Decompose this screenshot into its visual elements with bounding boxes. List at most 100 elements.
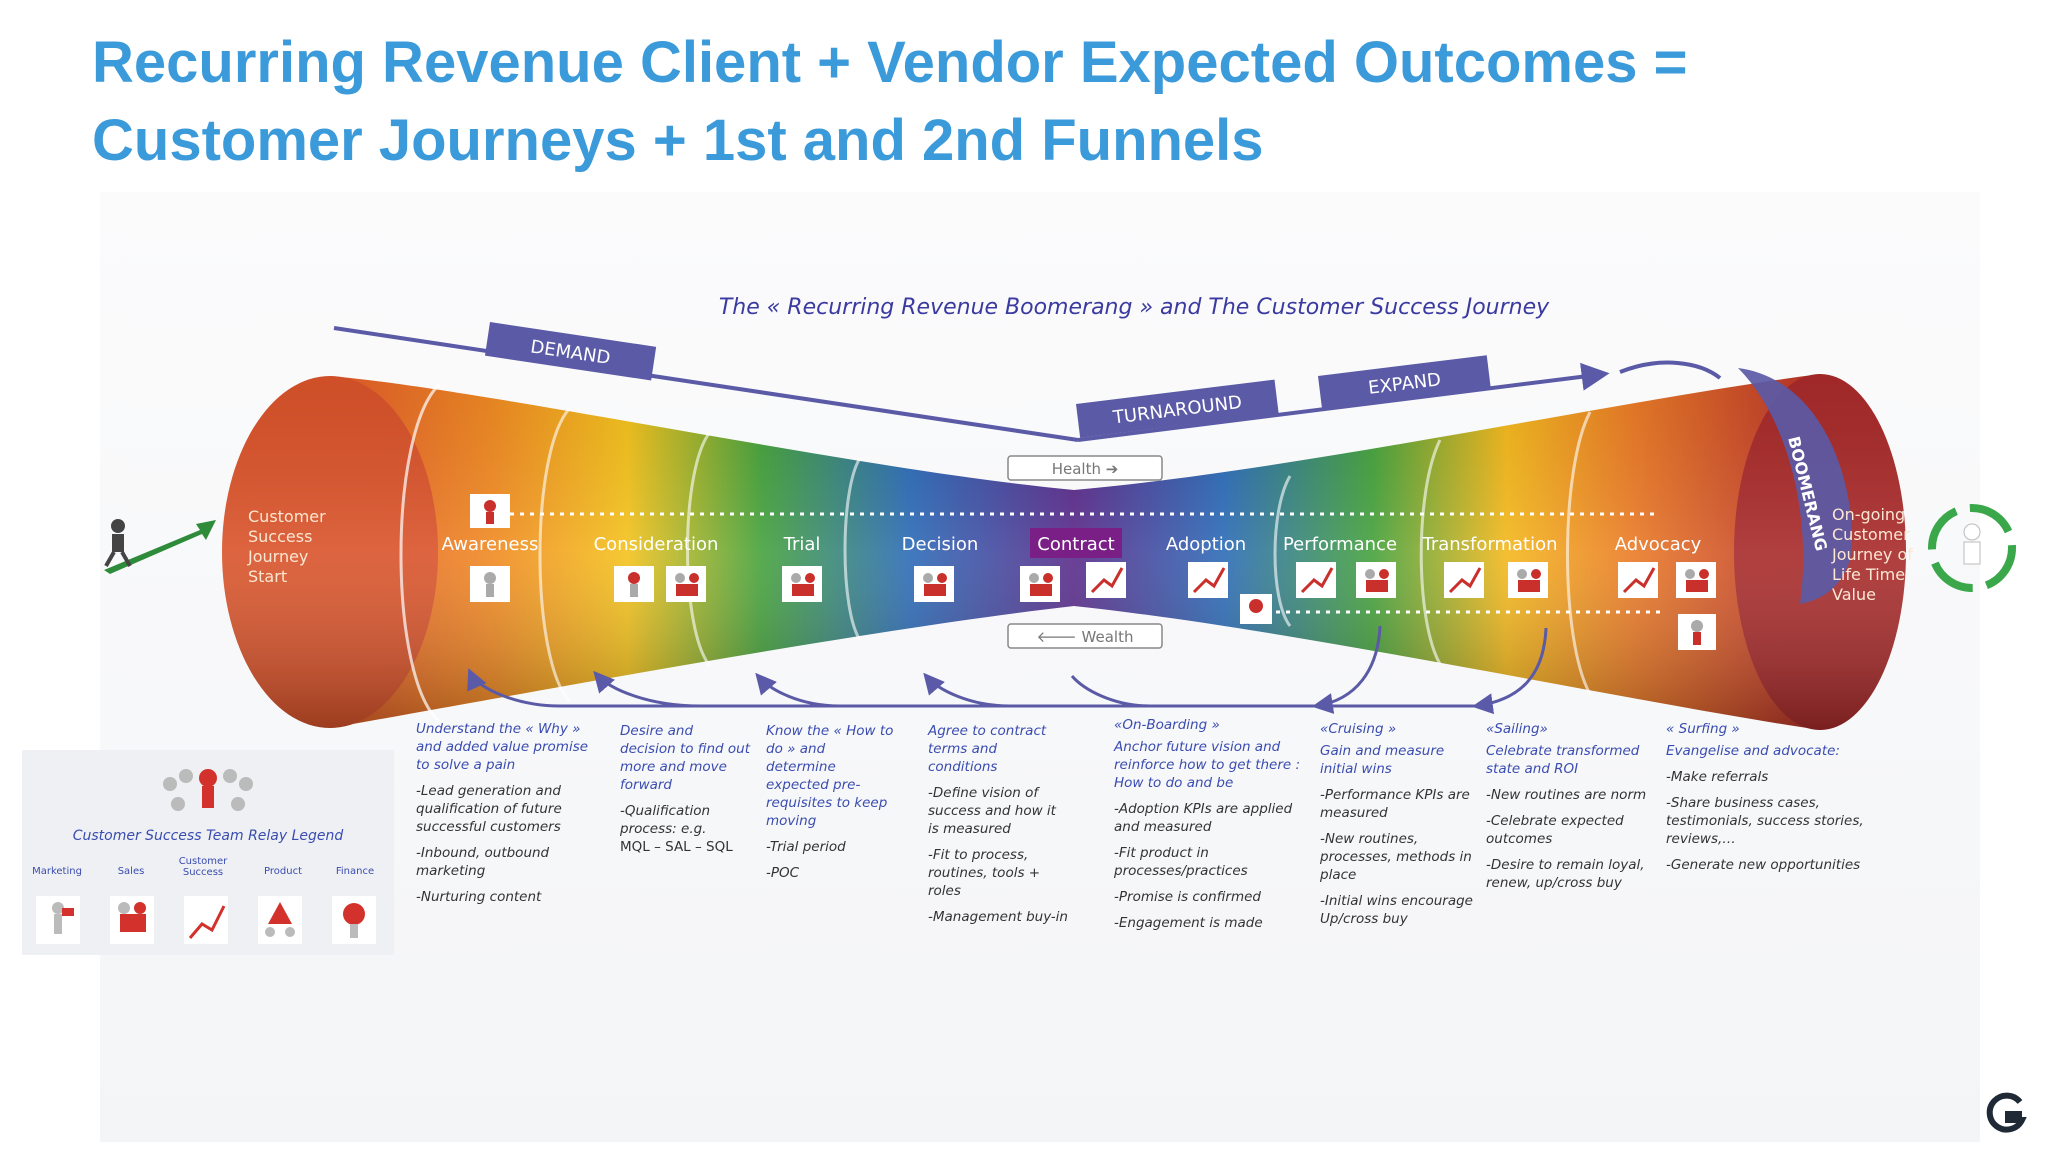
- growth-chart-icon: [1618, 562, 1658, 598]
- customer-success-icon: [184, 896, 228, 944]
- stage-decision: Decision: [902, 534, 979, 555]
- column-consideration-lead: Desire and decision to find out more and…: [620, 723, 751, 793]
- sales-icon: [110, 896, 154, 944]
- journey-end-label: On-going Customer Journey of Life Time V…: [1831, 505, 1913, 604]
- column-cruising-item: -Initial wins encourage Up/cross buy: [1320, 893, 1473, 927]
- column-onboarding-head: «On-Boarding »: [1114, 717, 1220, 733]
- g-logo-icon: [1986, 1092, 2027, 1133]
- stage-contract: Contract: [1037, 534, 1114, 555]
- svg-text:Life Time: Life Time: [1832, 565, 1905, 584]
- team-handshake-icon: [1508, 562, 1548, 598]
- column-trial: Know the « How to do » and determine exp…: [766, 722, 896, 890]
- person-icon: [1678, 614, 1716, 650]
- wealth-badge: 🡐 Wealth: [1007, 623, 1163, 649]
- team-circle-icon: [163, 769, 253, 811]
- runner-cycle-icon: [1928, 504, 2016, 592]
- column-sailing-item: -Desire to remain loyal, renew, up/cross…: [1486, 857, 1645, 891]
- team-handshake-icon: [1676, 562, 1716, 598]
- svg-text:Success: Success: [248, 527, 312, 546]
- stage-trial: Trial: [783, 534, 821, 555]
- growth-chart-icon: [1444, 562, 1484, 598]
- journey-start-label: Customer Success Journey Start: [247, 507, 326, 586]
- stage-awareness: Awareness: [442, 534, 539, 555]
- diagram-subtitle: The « Recurring Revenue Boomerang » and …: [719, 295, 1550, 320]
- svg-text:Value: Value: [1832, 585, 1876, 604]
- column-awareness-item: -Nurturing content: [416, 889, 542, 905]
- column-trial-item: -POC: [766, 865, 800, 881]
- team-handshake-icon: [782, 566, 822, 602]
- health-badge: Health ➔: [1007, 455, 1163, 481]
- column-cruising-item: -New routines, processes, methods in pla…: [1320, 831, 1472, 883]
- column-awareness: Understand the « Why » and added value p…: [416, 720, 602, 914]
- column-sailing-item: -Celebrate expected outcomes: [1486, 813, 1624, 847]
- column-surfing-item: -Generate new opportunities: [1666, 857, 1861, 873]
- svg-text:Customer: Customer: [248, 507, 326, 526]
- legend-icons: [36, 896, 376, 944]
- column-consideration-item: MQL – SAL – SQL: [620, 839, 733, 855]
- stage-icons: [470, 494, 1716, 650]
- growth-chart-icon: [1296, 562, 1336, 598]
- column-surfing-head: « Surfing »: [1666, 721, 1740, 737]
- column-consideration-item: -Qualification process: e.g.: [620, 803, 711, 837]
- runner-start-icon: [104, 519, 216, 574]
- column-onboarding: «On-Boarding » Anchor future vision and …: [1114, 716, 1310, 940]
- stage-transformation: Transformation: [1421, 534, 1557, 555]
- column-surfing: « Surfing » Evangelise and advocate: -Ma…: [1666, 720, 1866, 882]
- column-surfing-item: -Make referrals: [1666, 769, 1769, 785]
- column-surfing-lead: Evangelise and advocate:: [1666, 743, 1840, 759]
- growth-chart-icon: [1086, 562, 1126, 598]
- demand-line: [333, 326, 1079, 442]
- team-handshake-icon: [914, 566, 954, 602]
- column-consideration: Desire and decision to find out more and…: [620, 722, 752, 864]
- team-handshake-icon: [1356, 562, 1396, 598]
- team-handshake-icon: [1020, 566, 1060, 602]
- column-decision-item: -Define vision of success and how it is …: [928, 785, 1056, 837]
- legend-box: Customer Success Team Relay Legend Marke…: [22, 750, 394, 955]
- health-label: Health ➔: [1052, 460, 1119, 478]
- column-onboarding-item: -Engagement is made: [1114, 915, 1263, 931]
- column-decision: Agree to contract terms and conditions -…: [928, 722, 1070, 934]
- column-cruising: «Cruising » Gain and measure initial win…: [1320, 720, 1476, 936]
- legend-role-sales: Sales: [117, 866, 145, 877]
- column-onboarding-lead: Anchor future vision and reinforce how t…: [1114, 739, 1301, 791]
- svg-text:Journey of: Journey of: [1831, 545, 1913, 564]
- svg-text:Journey: Journey: [247, 547, 308, 566]
- column-sailing-lead: Celebrate transformed state and ROI: [1486, 743, 1640, 777]
- svg-text:Start: Start: [248, 567, 287, 586]
- legend-role-finance: Finance: [335, 866, 375, 877]
- column-trial-item: -Trial period: [766, 839, 846, 855]
- column-surfing-item: -Share business cases, testimonials, suc…: [1666, 795, 1864, 847]
- legend-role-product: Product: [264, 866, 302, 877]
- growth-chart-icon: [1188, 562, 1228, 598]
- marketing-icon: [36, 896, 80, 944]
- expand-banner: EXPAND: [1318, 355, 1491, 410]
- column-sailing-head: «Sailing»: [1486, 721, 1548, 737]
- stage-performance: Performance: [1283, 534, 1397, 555]
- team-handshake-icon: [666, 566, 706, 602]
- column-awareness-lead: Understand the « Why » and added value p…: [416, 721, 589, 773]
- stage-contract-box: [1030, 528, 1122, 558]
- slide-title-line2: Customer Journeys + 1st and 2nd Funnels: [92, 108, 1264, 173]
- column-awareness-item: -Lead generation and qualification of fu…: [416, 783, 562, 835]
- return-arrows: [467, 625, 1548, 715]
- column-decision-item: -Management buy-in: [928, 909, 1068, 925]
- column-trial-lead: Know the « How to do » and determine exp…: [766, 723, 894, 829]
- person-icon: [614, 566, 654, 602]
- demand-banner: DEMAND: [484, 322, 657, 381]
- svg-text:On-going: On-going: [1832, 505, 1905, 524]
- person-icon: [470, 566, 510, 602]
- product-icon: [258, 896, 302, 944]
- stage-advocacy: Advocacy: [1615, 534, 1702, 555]
- column-sailing-item: -New routines are norm: [1486, 787, 1647, 803]
- column-cruising-lead: Gain and measure initial wins: [1320, 743, 1445, 777]
- column-sailing: «Sailing» Celebrate transformed state an…: [1486, 720, 1650, 900]
- wealth-label: 🡐 Wealth: [1037, 628, 1134, 646]
- legend-role-marketing: Marketing: [32, 866, 82, 877]
- legend-role-customer-success: Customer Success: [178, 856, 228, 878]
- finance-icon: [332, 896, 376, 944]
- slide-title: Recurring Revenue Client + Vendor Expect…: [92, 24, 1992, 180]
- stage-adoption: Adoption: [1166, 534, 1246, 555]
- column-decision-lead: Agree to contract terms and conditions: [928, 723, 1047, 775]
- column-decision-item: -Fit to process, routines, tools + roles: [928, 847, 1041, 899]
- column-cruising-item: -Performance KPIs are measured: [1320, 787, 1470, 821]
